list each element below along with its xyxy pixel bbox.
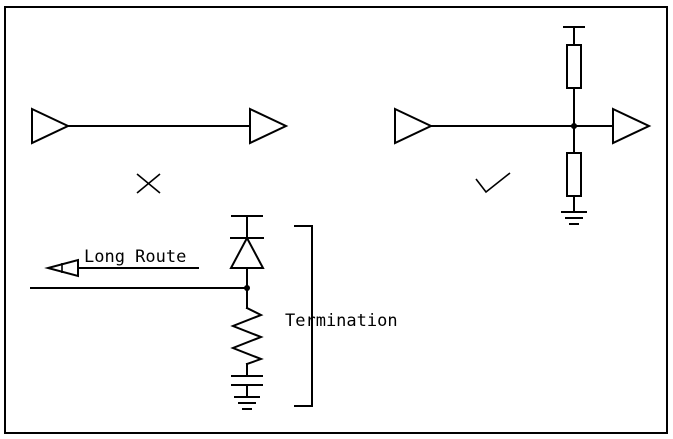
driver-buffer-left [31, 107, 71, 145]
cross-mark [136, 173, 161, 194]
junction-node-right [571, 123, 577, 129]
termination-label: Termination [285, 311, 398, 331]
ground-icon [561, 211, 587, 225]
ground-icon-bottom [234, 396, 260, 410]
driver-buffer-right [394, 107, 434, 145]
pull-up-resistor [566, 44, 582, 89]
pull-down-resistor [566, 152, 582, 197]
series-resistor [230, 306, 264, 366]
receiver-buffer-left [249, 107, 289, 145]
long-route-arrow-icon [44, 258, 79, 278]
check-mark [475, 172, 511, 194]
diode-icon [229, 235, 265, 269]
termination-bracket [294, 225, 313, 407]
diagram-frame [4, 6, 668, 434]
receiver-buffer-right [612, 107, 652, 145]
long-route-label: Long Route [84, 247, 186, 267]
unterminated-connection [31, 107, 289, 194]
diode-rc-termination [30, 215, 313, 410]
thevenin-termination [394, 26, 652, 225]
